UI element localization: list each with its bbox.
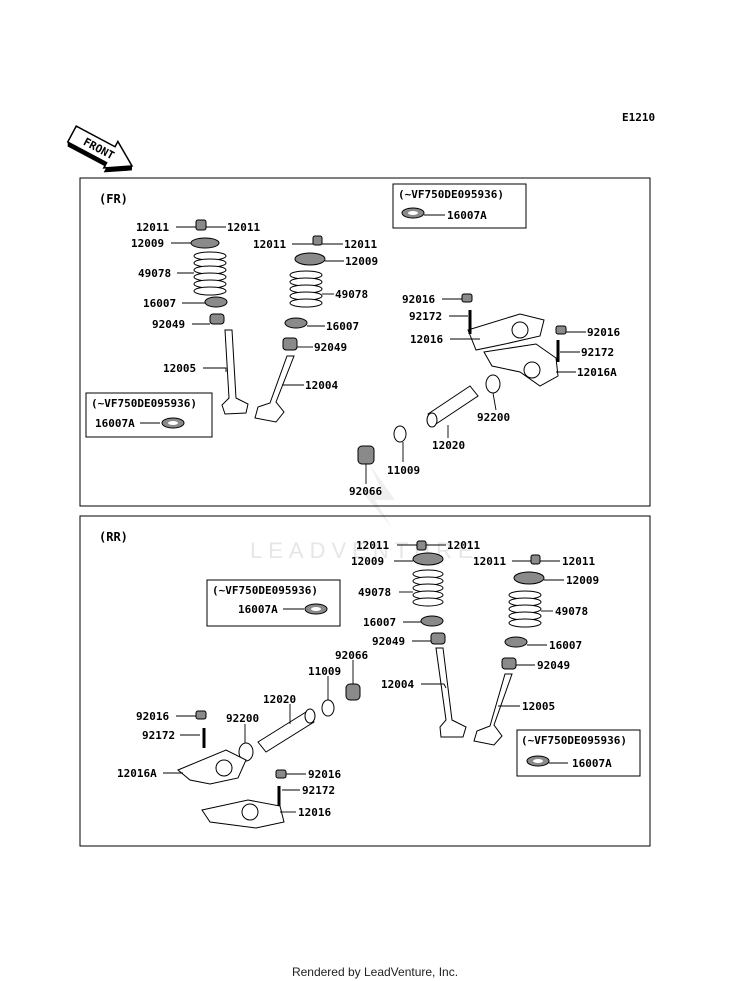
- rr-label-92066: 92066: [335, 649, 368, 662]
- fr-part-labels: 12011 12011 12009 49078 16007 92049 1200…: [131, 221, 620, 498]
- fr-label-92049-b: 92049: [314, 341, 347, 354]
- rr-label-92049-a: 92049: [372, 635, 405, 648]
- fr-label-12020: 12020: [432, 439, 465, 452]
- fr-label-12011-a: 12011: [136, 221, 169, 234]
- rr-label-12016A: 12016A: [117, 767, 157, 780]
- rr-label-92200: 92200: [226, 712, 259, 725]
- fr-label-49078-a: 49078: [138, 267, 171, 280]
- rr-note-mid-part: 16007A: [238, 603, 278, 616]
- rr-leader-lines: [163, 544, 564, 813]
- fr-label-92172-b: 92172: [581, 346, 614, 359]
- fr-label-12011-c: 12011: [253, 238, 286, 251]
- section-fr-frame: [79, 177, 651, 507]
- rr-label-92016-a: 92016: [136, 710, 169, 723]
- rr-label-12011-a: 12011: [356, 539, 389, 552]
- rr-spring-right: [508, 590, 542, 628]
- fr-note-top-title: (~VF750DE095936): [398, 188, 504, 201]
- fr-label-12016: 12016: [410, 333, 443, 346]
- fr-note-left-title: (~VF750DE095936): [91, 397, 197, 410]
- fr-rocker-assembly: [357, 293, 567, 465]
- fr-note-left-part: 16007A: [95, 417, 135, 430]
- rr-label-12020: 12020: [263, 693, 296, 706]
- fr-valve-stack-left: [190, 219, 249, 415]
- rr-label-12011-d: 12011: [562, 555, 595, 568]
- fr-note-top: (~VF750DE095936) 16007A: [392, 183, 527, 229]
- fr-leader-lines: [171, 226, 586, 484]
- fr-spring-left: [193, 251, 227, 296]
- fr-label-12009-b: 12009: [345, 255, 378, 268]
- rr-label-12005: 12005: [522, 700, 555, 713]
- rr-label-12004: 12004: [381, 678, 414, 691]
- rr-note-right-title: (~VF750DE095936): [521, 734, 627, 747]
- fr-label-12005: 12005: [163, 362, 196, 375]
- fr-label-16007-b: 16007: [326, 320, 359, 333]
- rr-label-49078-b: 49078: [555, 605, 588, 618]
- fr-label-12011-b: 12011: [227, 221, 260, 234]
- fr-label-92016-b: 92016: [587, 326, 620, 339]
- rr-note-mid: (~VF750DE095936) 16007A: [206, 579, 341, 627]
- fr-label-12016A: 12016A: [577, 366, 617, 379]
- fr-label-12011-d: 12011: [344, 238, 377, 251]
- rr-label-16007-a: 16007: [363, 616, 396, 629]
- rr-note-mid-title: (~VF750DE095936): [212, 584, 318, 597]
- fr-label-92172-a: 92172: [409, 310, 442, 323]
- fr-label-92016-a: 92016: [402, 293, 435, 306]
- fr-label-12009-a: 12009: [131, 237, 164, 250]
- rr-note-right: (~VF750DE095936) 16007A: [516, 729, 641, 777]
- section-rr-title: (RR): [99, 530, 128, 544]
- diagram-code: E1210: [622, 111, 655, 124]
- fr-label-12004: 12004: [305, 379, 338, 392]
- fr-label-92200: 92200: [477, 411, 510, 424]
- rr-label-12009-a: 12009: [351, 555, 384, 568]
- rr-label-49078-a: 49078: [358, 586, 391, 599]
- rr-label-92172-a: 92172: [142, 729, 175, 742]
- rr-label-92172-b: 92172: [302, 784, 335, 797]
- rr-label-12016: 12016: [298, 806, 331, 819]
- fr-label-92066: 92066: [349, 485, 382, 498]
- rr-spring-left: [412, 569, 444, 607]
- rr-valve-stack-right: [473, 554, 545, 746]
- fr-label-92049-a: 92049: [152, 318, 185, 331]
- fr-label-49078-b: 49078: [335, 288, 368, 301]
- rr-valve-stack-left: [412, 540, 467, 738]
- fr-note-left: (~VF750DE095936) 16007A: [85, 392, 213, 438]
- rr-label-12011-c: 12011: [473, 555, 506, 568]
- rr-note-right-part: 16007A: [572, 757, 612, 770]
- rr-label-92049-b: 92049: [537, 659, 570, 672]
- section-fr: (FR) (~VF750DE095936) 16007A (~VF750DE09…: [79, 177, 651, 507]
- footer-credit: Rendered by LeadVenture, Inc.: [292, 965, 458, 979]
- fr-spring-right: [289, 270, 323, 308]
- rr-label-12009-b: 12009: [566, 574, 599, 587]
- section-fr-title: (FR): [99, 192, 128, 206]
- section-rr: (RR) (~VF750DE095936) 16007A (~VF750DE09…: [79, 515, 651, 847]
- rr-label-16007-b: 16007: [549, 639, 582, 652]
- section-rr-frame: [79, 515, 651, 847]
- rr-part-labels: 12011 12011 12009 49078 16007 92049 1200…: [117, 539, 599, 819]
- rr-label-92016-b: 92016: [308, 768, 341, 781]
- fr-label-16007-a: 16007: [143, 297, 176, 310]
- rr-label-11009: 11009: [308, 665, 341, 678]
- fr-label-11009: 11009: [387, 464, 420, 477]
- front-arrow-icon: FRONT: [66, 125, 134, 173]
- fr-valve-stack-right: [254, 235, 326, 423]
- fr-note-top-part: 16007A: [447, 209, 487, 222]
- rr-label-12011-b: 12011: [447, 539, 480, 552]
